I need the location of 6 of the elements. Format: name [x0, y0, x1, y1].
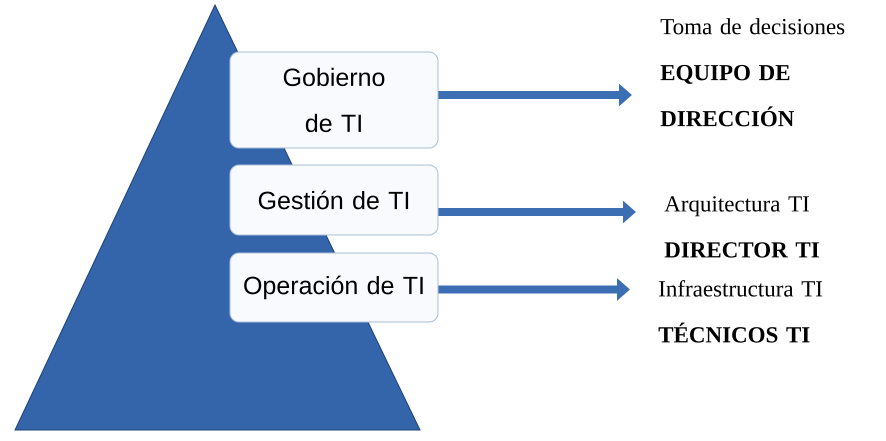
role-label: Infraestructura TI TÉCNICOS TI	[658, 280, 822, 343]
level-box: Operación de TI	[230, 252, 438, 322]
role-label: Toma de decisiones EQUIPO DE DIRECCIÓN	[660, 18, 844, 126]
role-label: Arquitectura TI DIRECTOR TI	[664, 196, 819, 258]
level-box: Gobierno de TI	[230, 52, 438, 148]
level-box: Gestión de TI	[230, 164, 438, 236]
